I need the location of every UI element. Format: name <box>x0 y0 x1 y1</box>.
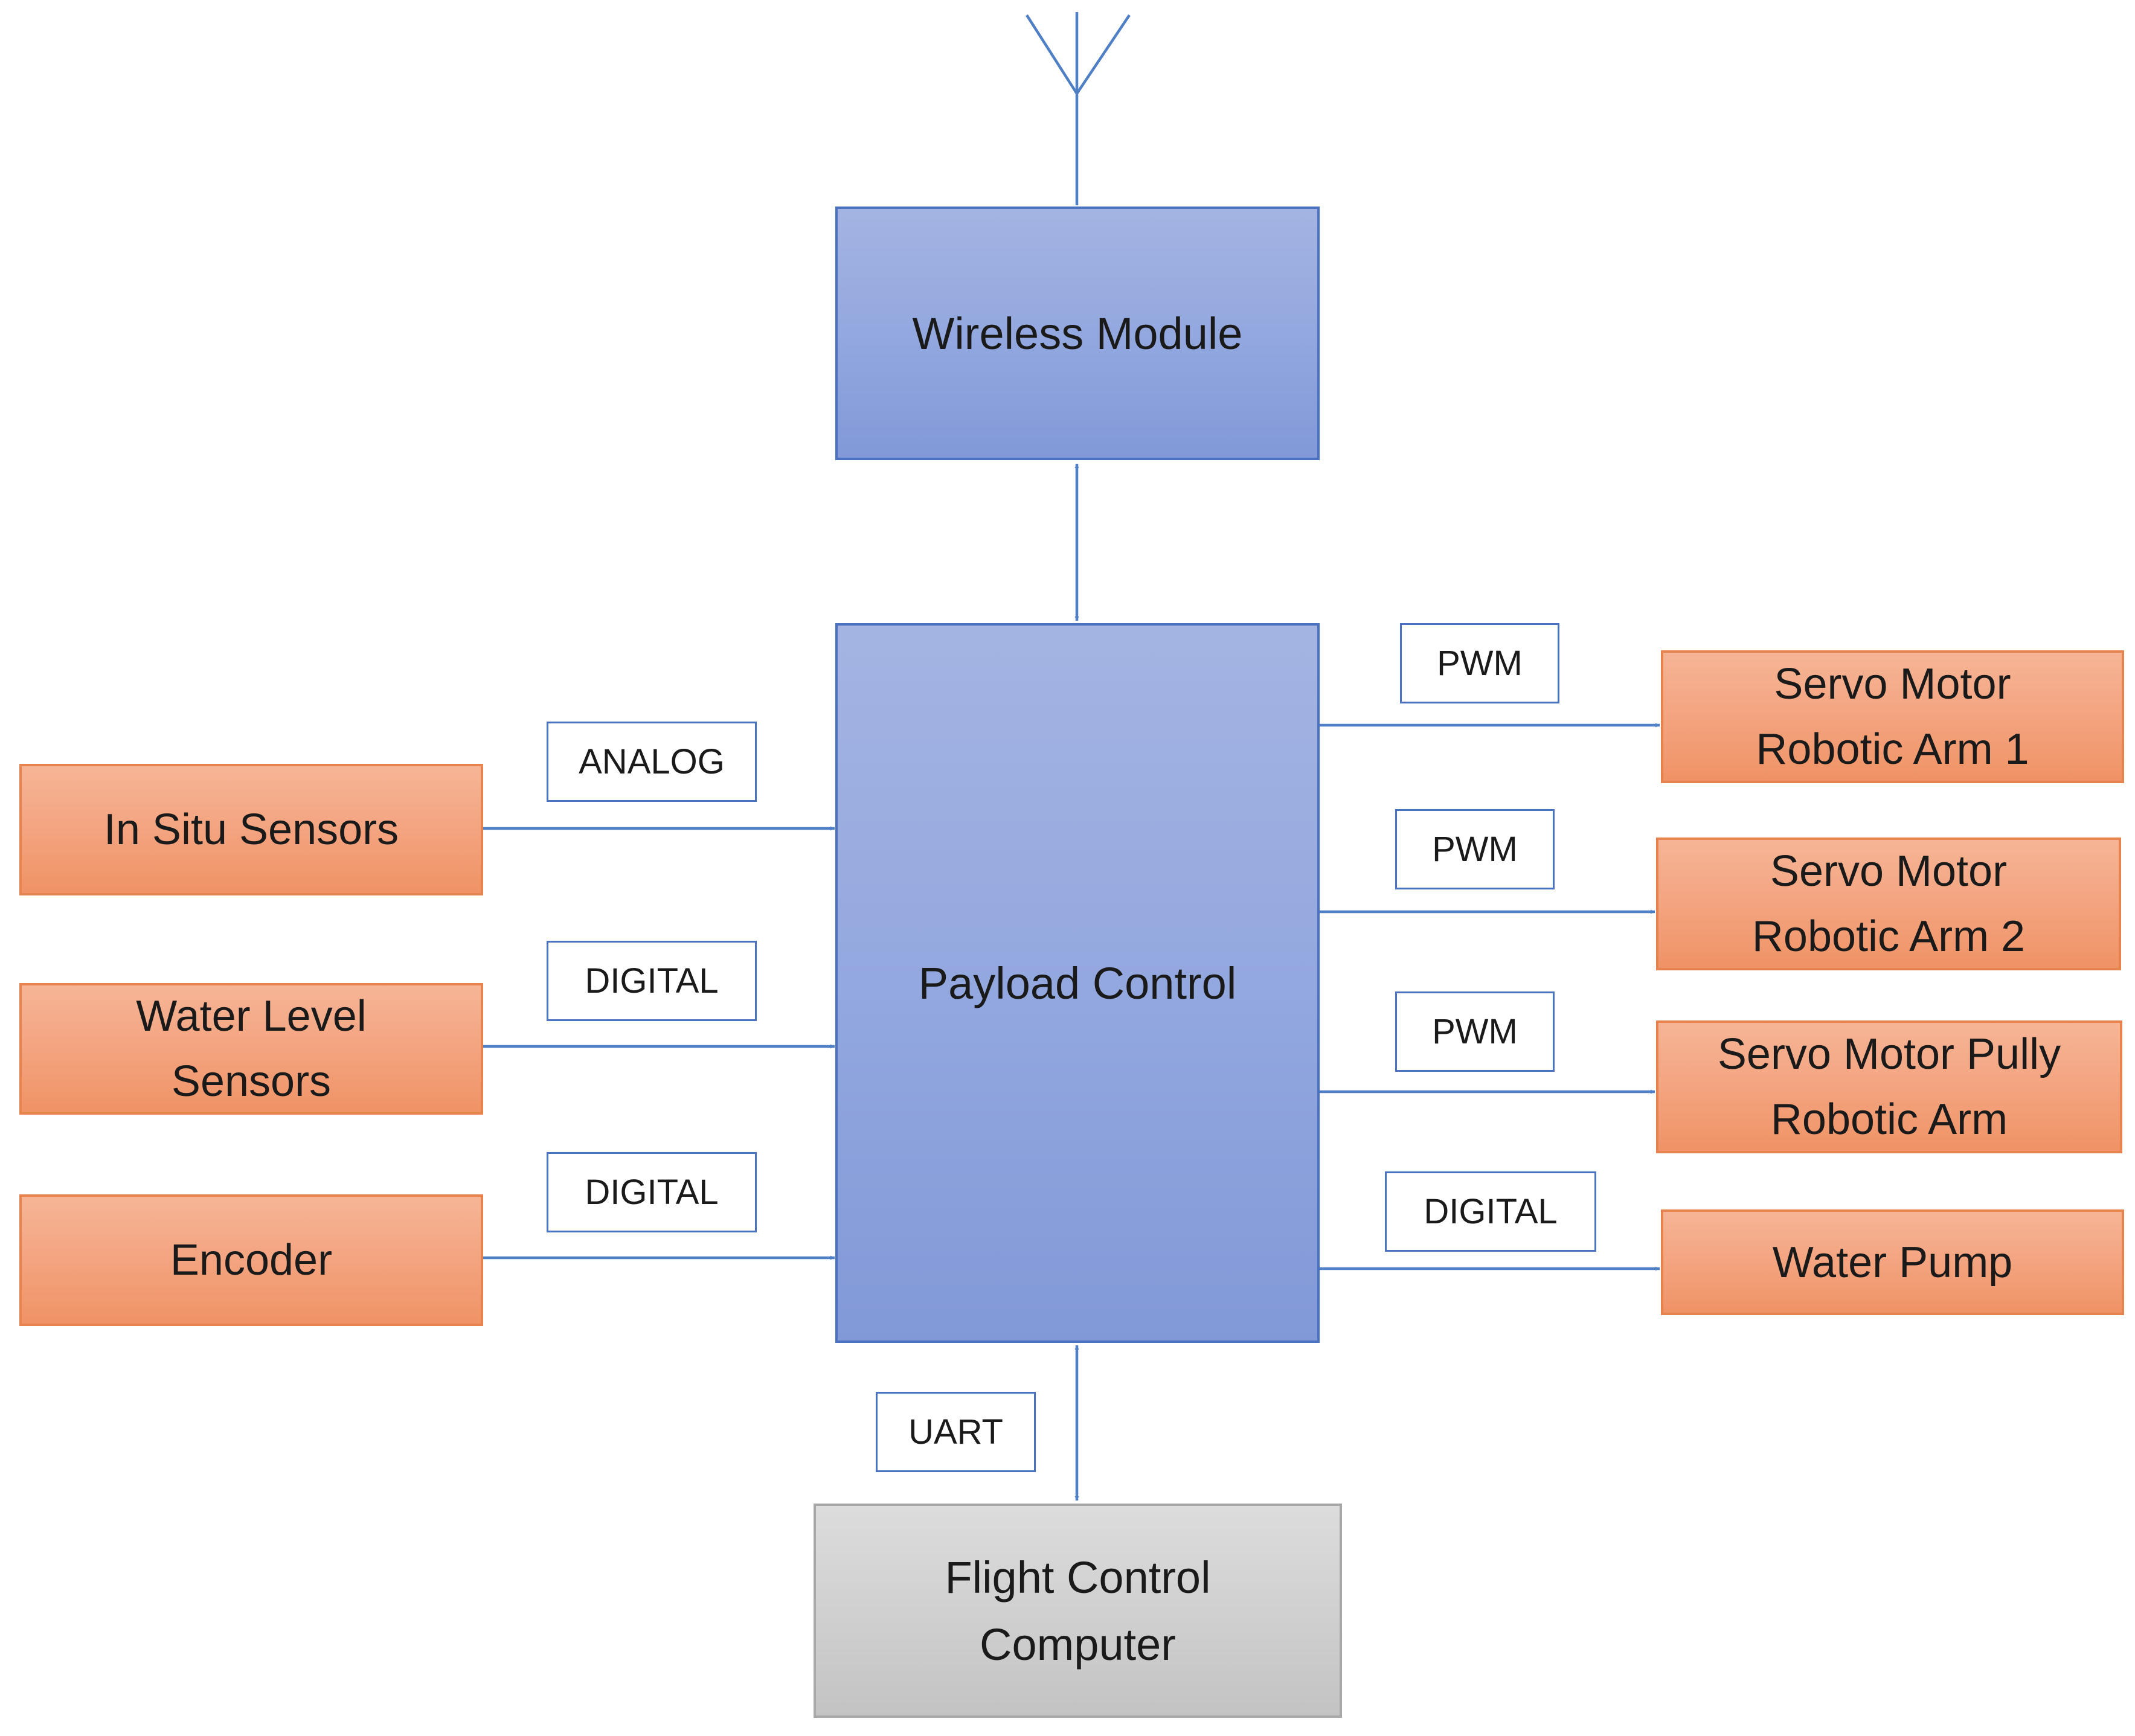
servo-motor-pully-block: Servo Motor Pully Robotic Arm <box>1656 1020 2122 1153</box>
wireless-module-label: Wireless Module <box>912 308 1243 359</box>
encoder-label: Encoder <box>170 1236 333 1284</box>
signal-tag-water-level: DIGITAL <box>547 941 757 1021</box>
servo-motor-arm-2-label-line-1: Servo Motor <box>1770 847 2008 895</box>
water-level-sensors-label-line-2: Sensors <box>171 1057 332 1106</box>
payload-control-block: Payload Control <box>835 623 1320 1343</box>
servo-motor-arm-2-block: Servo Motor Robotic Arm 2 <box>1656 838 2121 970</box>
signal-tag-in-situ: ANALOG <box>547 722 757 802</box>
wireless-module-block: Wireless Module <box>835 207 1320 460</box>
flight-control-computer-block: Flight Control Computer <box>814 1504 1342 1718</box>
servo-motor-arm-1-label-line-1: Servo Motor <box>1774 660 2011 708</box>
servo-motor-arm-1-block: Servo Motor Robotic Arm 1 <box>1661 650 2124 783</box>
water-level-sensors-label-line-1: Water Level <box>136 992 367 1040</box>
in-situ-sensors-label: In Situ Sensors <box>103 806 399 854</box>
antenna-icon <box>1026 12 1131 205</box>
flight-control-computer-label-line-2: Computer <box>980 1619 1176 1670</box>
encoder-block: Encoder <box>19 1194 483 1326</box>
water-level-sensors-block: Water Level Sensors <box>19 983 483 1115</box>
servo-motor-pully-label-line-1: Servo Motor Pully <box>1717 1030 2061 1078</box>
servo-motor-pully-label-line-2: Robotic Arm <box>1770 1095 2008 1144</box>
water-pump-label: Water Pump <box>1772 1238 2013 1287</box>
signal-tag-pully: PWM <box>1395 991 1555 1072</box>
signal-tag-pump: DIGITAL <box>1385 1171 1596 1252</box>
servo-motor-arm-1-label-line-2: Robotic Arm 1 <box>1756 725 2029 774</box>
signal-tag-flight-computer: UART <box>876 1392 1036 1472</box>
payload-control-label: Payload Control <box>918 958 1237 1008</box>
signal-tag-arm-2: PWM <box>1395 809 1555 889</box>
in-situ-sensors-block: In Situ Sensors <box>19 764 483 895</box>
servo-motor-arm-2-label-line-2: Robotic Arm 2 <box>1751 912 2026 961</box>
water-pump-block: Water Pump <box>1661 1209 2124 1315</box>
flight-control-computer-label-line-1: Flight Control <box>945 1552 1211 1603</box>
signal-tag-arm-1: PWM <box>1400 623 1559 703</box>
signal-tag-encoder: DIGITAL <box>547 1152 757 1232</box>
